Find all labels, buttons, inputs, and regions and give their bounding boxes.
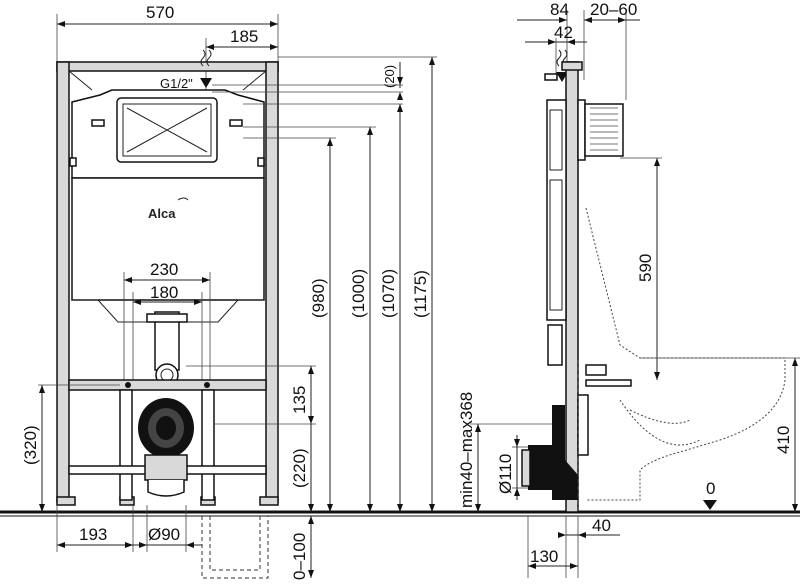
side-frame-post bbox=[565, 61, 579, 513]
height-220-label: (220) bbox=[290, 448, 309, 488]
below-floor-outline bbox=[201, 516, 269, 579]
height-410-label: 410 bbox=[774, 426, 793, 454]
side-cistern bbox=[546, 99, 567, 321]
depth-40-label: 40 bbox=[592, 516, 611, 535]
cistern-body bbox=[71, 177, 265, 301]
range-0-100-label: 0–100 bbox=[290, 533, 309, 580]
height-135-label: 135 bbox=[290, 386, 309, 414]
diameter-110-label: Ø110 bbox=[496, 454, 515, 494]
side-view: 84 20–60 42 bbox=[457, 0, 800, 578]
water-inlet-icon bbox=[200, 49, 206, 67]
height-1070-label: (1070) bbox=[379, 269, 398, 318]
width-dimension-label: 570 bbox=[146, 3, 174, 22]
frame-left-post bbox=[56, 61, 70, 503]
zero-level-marker bbox=[703, 500, 717, 510]
offset-dimension-label: 185 bbox=[230, 27, 258, 46]
frame-right-post bbox=[265, 61, 279, 503]
height-1000-label: (1000) bbox=[349, 269, 368, 318]
brand-logo: Alca bbox=[148, 206, 176, 221]
height-1175-label: (1175) bbox=[411, 270, 430, 318]
logo-swirl-icon bbox=[177, 197, 189, 201]
height-590-label: 590 bbox=[636, 254, 655, 282]
span-inner-label: 180 bbox=[150, 283, 178, 302]
toilet-bowl-outline bbox=[585, 207, 786, 501]
left-foot bbox=[56, 496, 76, 506]
diameter-90-label: Ø90 bbox=[148, 525, 180, 544]
left-support-rod bbox=[119, 389, 133, 501]
right-foot bbox=[259, 496, 279, 506]
span-outer-label: 230 bbox=[150, 260, 178, 279]
range-min-max-label: min40–max368 bbox=[457, 392, 476, 508]
depth-84-label: 84 bbox=[550, 0, 569, 19]
depth-20-60-label: 20–60 bbox=[590, 0, 637, 19]
depth-42-label: 42 bbox=[554, 23, 573, 42]
zero-level-label: 0 bbox=[706, 479, 715, 498]
flush-plate-side bbox=[584, 103, 624, 157]
frame-top-rail bbox=[56, 61, 279, 72]
depth-130-label: 130 bbox=[530, 547, 558, 566]
height-20-label: (20) bbox=[382, 65, 397, 88]
drain-elbow bbox=[552, 405, 578, 500]
front-view: 570 185 G1/2" bbox=[21, 3, 437, 580]
height-980-label: (980) bbox=[309, 278, 328, 318]
pipe-thread-label: G1/2" bbox=[160, 76, 193, 91]
offset-193-label: 193 bbox=[79, 525, 107, 544]
right-support-rod bbox=[201, 389, 215, 501]
height-320-label: (320) bbox=[21, 425, 40, 465]
